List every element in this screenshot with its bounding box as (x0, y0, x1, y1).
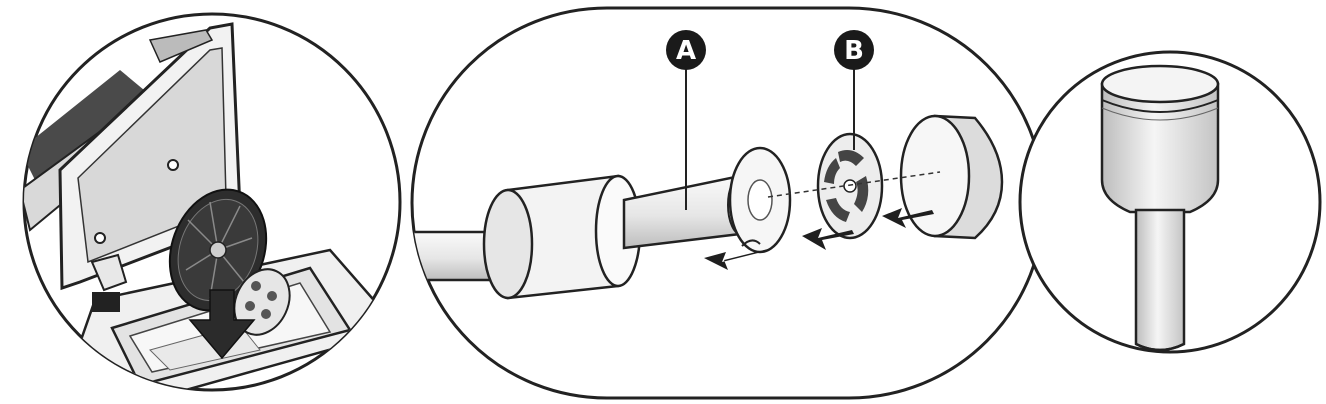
part-b-disk (816, 132, 884, 240)
assembled-cap (1100, 82, 1220, 214)
insert-down-arrow-icon (188, 289, 256, 360)
panel-exploded-parts: A B (410, 6, 1046, 400)
hinge-screw-icon (167, 159, 179, 171)
end-cap (899, 114, 1004, 240)
panel-assembled-shaft (1018, 50, 1322, 354)
left-arrow-icon (882, 208, 934, 228)
hinge-screw-icon (94, 232, 106, 244)
callout-a-label: A (676, 36, 696, 66)
assembled-shaft (1134, 208, 1186, 352)
callout-b-label: B (844, 36, 864, 66)
latch-block (92, 292, 120, 312)
left-arrow-icon (802, 228, 854, 250)
coupling-sleeve (482, 174, 642, 300)
left-arrow-icon (704, 248, 772, 270)
callout-b: B (834, 30, 874, 70)
assembly-axis-line (767, 171, 941, 198)
callout-a: A (666, 30, 706, 70)
machine-housing-dark (24, 70, 150, 190)
filter-disk (168, 188, 268, 312)
perforated-disk (233, 268, 291, 336)
panel-lid-open (22, 12, 402, 392)
washer (728, 146, 792, 254)
